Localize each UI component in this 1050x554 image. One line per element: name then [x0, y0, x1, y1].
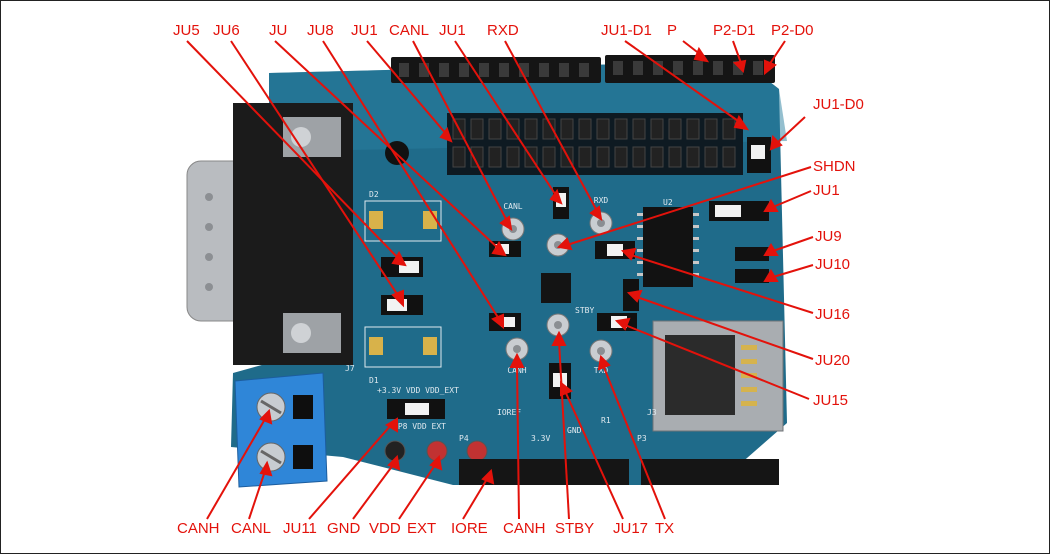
can-transceiver-ic	[541, 273, 571, 303]
callout-shdn: SHDN	[813, 158, 856, 175]
ic-u2	[643, 207, 693, 287]
callout-iore: IORE	[451, 520, 488, 537]
silk-j3: J3	[647, 408, 657, 417]
silk-gnd: GND	[567, 426, 582, 435]
silk-txd: TXD	[594, 366, 609, 375]
callout-ju6: JU6	[213, 22, 240, 39]
silk-stby: STBY	[575, 306, 594, 315]
silk-p4: P4	[459, 434, 469, 443]
test-points	[501, 211, 613, 363]
silk-canl: CANL	[503, 202, 522, 211]
callout-p2-d0: P2-D0	[771, 22, 814, 39]
callout-ju9: JU9	[815, 228, 842, 245]
callout-ju8: JU8	[307, 22, 334, 39]
callout-canh-bottom2: CANH	[503, 520, 546, 537]
diode-d1-pads	[364, 326, 442, 368]
silk-d1: D1	[369, 376, 379, 385]
callout-ju20: JU20	[815, 352, 851, 369]
callout-stby: STBY	[555, 520, 595, 537]
diode-d2-pads	[364, 200, 442, 242]
jumper-ju9	[735, 247, 769, 261]
callout-rxd: RXD	[487, 22, 519, 39]
silk-3v3: 3.3V	[531, 434, 550, 443]
silk-p3: P3	[637, 434, 647, 443]
silk-d2: D2	[369, 190, 379, 199]
silk-r1: R1	[601, 416, 611, 425]
callout-leaders	[186, 40, 814, 520]
callout-ju1-top2: JU1	[439, 22, 466, 39]
callout-ju1-right: JU1	[813, 182, 840, 199]
callout-ju: JU	[269, 22, 288, 39]
silk-supply-select: +3.3V VDD VDD_EXT	[377, 386, 459, 395]
callout-ju1-d0: JU1-D0	[813, 96, 864, 113]
callout-p: P	[667, 22, 678, 39]
callout-p2-d1: P2-D1	[713, 22, 756, 39]
silk-tp-labels: TP8 VDD EXT	[393, 422, 446, 431]
callout-gnd: GND	[327, 520, 361, 537]
callout-ext: EXT	[407, 520, 437, 537]
callout-ju17: JU17	[613, 520, 649, 537]
test-point-ext	[466, 440, 488, 462]
callout-ju16: JU16	[815, 306, 851, 323]
terminal-block	[234, 372, 328, 488]
silk-u2: U2	[663, 198, 673, 207]
top-header-right	[605, 55, 775, 83]
callout-ju10: JU10	[815, 256, 851, 273]
callout-canl-bottom: CANL	[231, 520, 272, 537]
silk-ioref: IOREF	[497, 408, 521, 417]
callout-ju11: JU11	[283, 520, 317, 537]
callout-vdd: VDD	[369, 520, 401, 537]
callout-ju15: JU15	[813, 392, 849, 409]
callout-tx: TX	[655, 520, 675, 537]
callout-canl-top: CANL	[389, 22, 430, 39]
bottom-header-right	[641, 459, 779, 485]
callout-ju5: JU5	[173, 22, 200, 39]
silk-rxd: RXD	[594, 196, 609, 205]
callout-canh-bottom: CANH	[177, 520, 220, 537]
callout-ju1-d1: JU1-D1	[601, 22, 652, 39]
silk-j7: J7	[345, 364, 355, 373]
callout-ju1-top: JU1	[351, 22, 378, 39]
bottom-header-left	[459, 459, 629, 485]
jumper-ju10	[735, 269, 769, 283]
